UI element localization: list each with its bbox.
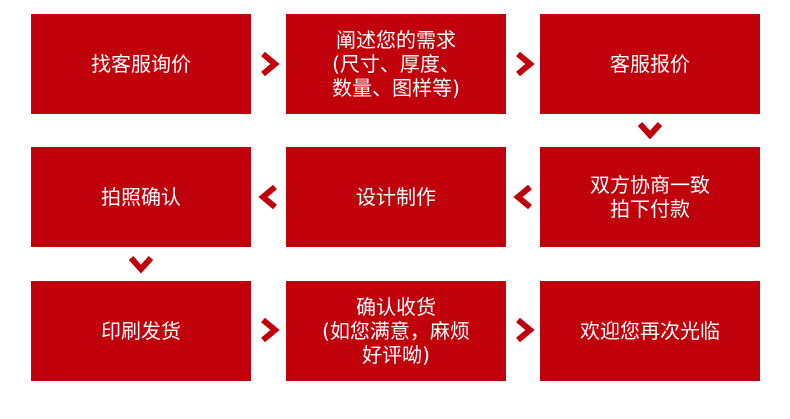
chevron-right-icon [510, 316, 538, 344]
step-label: 找客服询价 [91, 52, 191, 76]
step-label: 设计制作 [356, 185, 436, 209]
step-label: 欢迎您再次光临 [580, 319, 720, 343]
chevron-left-icon [510, 183, 538, 211]
step-label: 拍照确认 [101, 185, 181, 209]
chevron-right-icon [255, 50, 283, 78]
step-label: 印刷发货 [101, 319, 181, 343]
step-photo-confirm: 拍照确认 [31, 147, 251, 247]
chevron-left-icon [255, 183, 283, 211]
chevron-right-icon [510, 50, 538, 78]
step-label: 阐述您的需求 (尺寸、厚度、 数量、图样等) [332, 28, 460, 100]
step-label: 确认收货 (如您满意，麻烦 好评呦) [322, 295, 470, 367]
step-print-ship: 印刷发货 [31, 281, 251, 381]
step-label: 双方协商一致 拍下付款 [590, 173, 710, 221]
step-confirm-receipt: 确认收货 (如您满意，麻烦 好评呦) [286, 281, 506, 381]
step-find-customer-service: 找客服询价 [31, 14, 251, 114]
step-label: 客服报价 [610, 52, 690, 76]
step-describe-requirements: 阐述您的需求 (尺寸、厚度、 数量、图样等) [286, 14, 506, 114]
step-service-quote: 客服报价 [540, 14, 760, 114]
step-welcome-back: 欢迎您再次光临 [540, 281, 760, 381]
step-agree-and-pay: 双方协商一致 拍下付款 [540, 147, 760, 247]
chevron-down-icon [636, 116, 664, 144]
chevron-right-icon [255, 316, 283, 344]
chevron-down-icon [127, 250, 155, 278]
step-design-production: 设计制作 [286, 147, 506, 247]
